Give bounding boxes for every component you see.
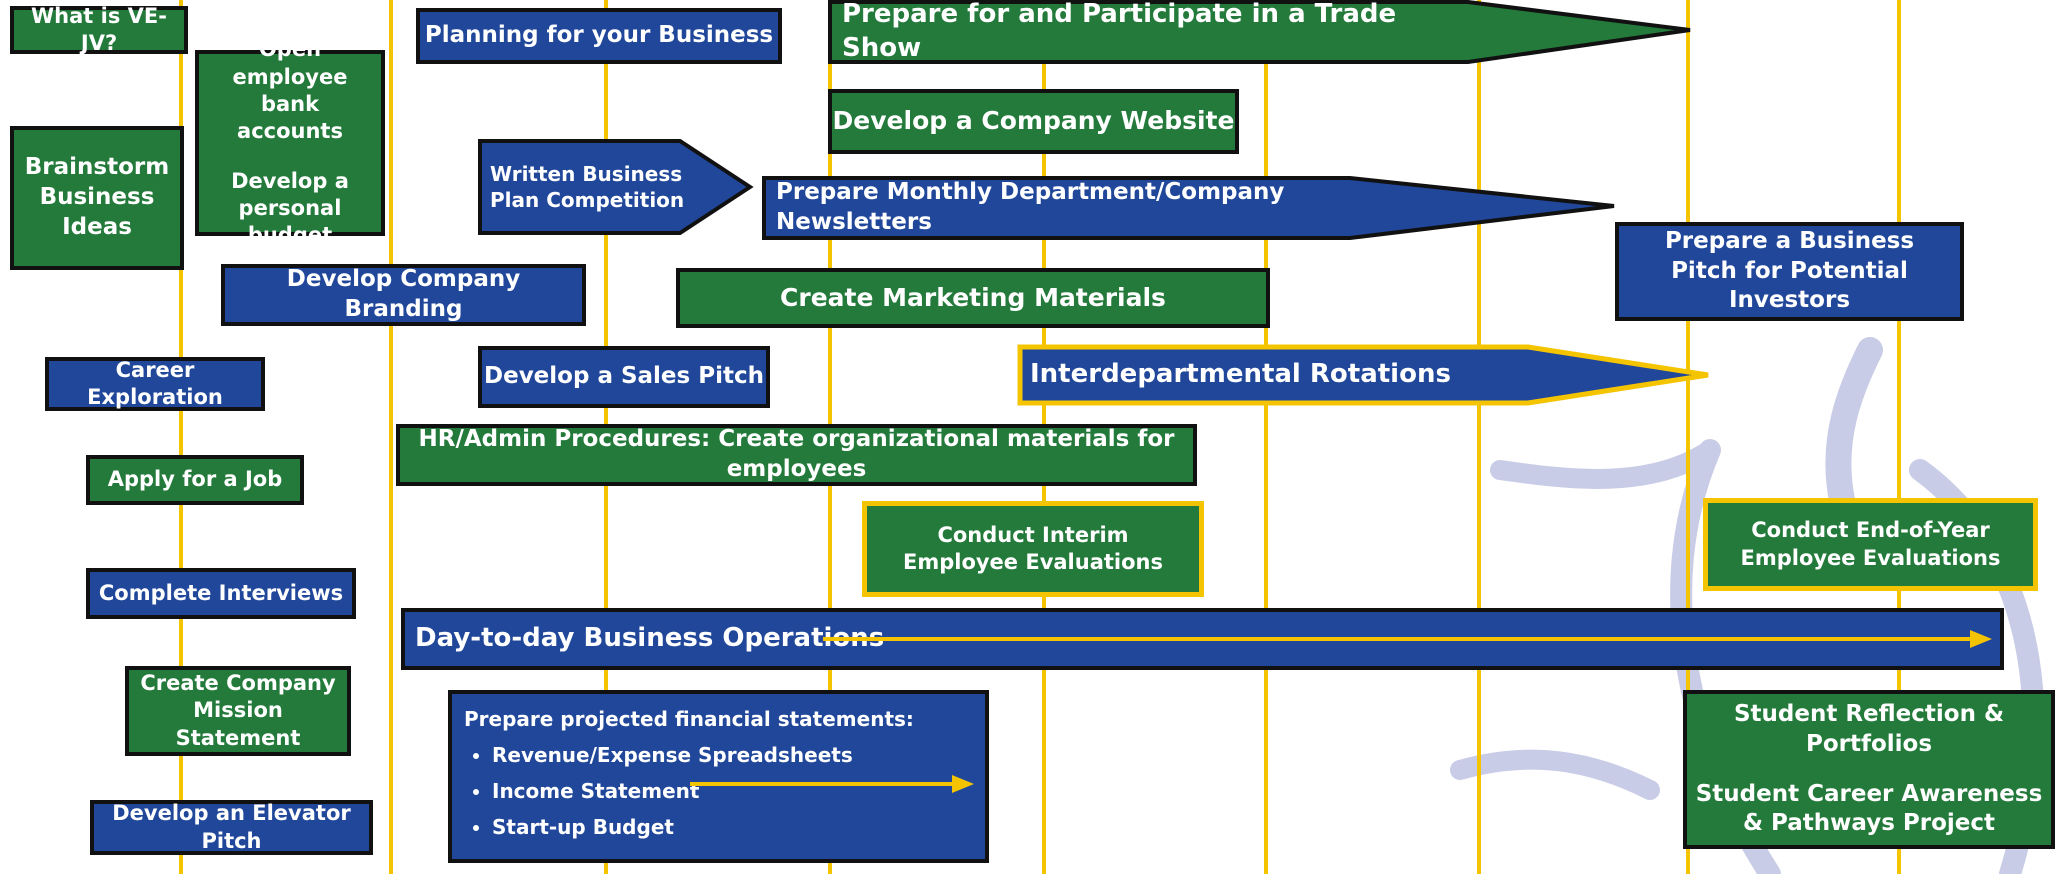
complete-interviews-box: Complete Interviews — [86, 568, 356, 619]
brainstorm-box: Brainstorm Business Ideas — [10, 126, 184, 270]
timeline-line — [1897, 0, 1901, 874]
mission-statement-box: Create Company Mission Statement — [125, 666, 351, 756]
what-is-vejv-box: What is VE-JV? — [10, 4, 188, 55]
marketing-box: Create Marketing Materials — [676, 268, 1270, 328]
financial-box: Prepare projected financial statements: … — [448, 690, 989, 863]
financial-arrow-line — [690, 782, 954, 786]
website-box: Develop a Company Website — [828, 89, 1239, 154]
timeline-line — [389, 0, 393, 874]
trade-show-label: Prepare for and Participate in a Trade S… — [842, 0, 1397, 63]
sales-pitch-box: Develop a Sales Pitch — [478, 346, 770, 408]
trade-show-arrow — [828, 0, 1691, 64]
financial-item: Income Statement — [492, 778, 853, 804]
career-awareness-text: Student Career Awareness & Pathways Proj… — [1695, 780, 2043, 837]
rotations-arrow — [1017, 344, 1709, 406]
operations-arrow-head — [1970, 630, 1992, 648]
timeline-line — [1264, 0, 1268, 874]
planning-box: Planning for your Business — [416, 8, 782, 64]
hr-admin-box: HR/Admin Procedures: Create organization… — [396, 424, 1197, 486]
financial-item: Start-up Budget — [492, 814, 853, 840]
newsletters-label: Prepare Monthly Department/Company Newsl… — [776, 179, 1285, 235]
bank-budget-box: Open employee bank accounts Develop a pe… — [195, 37, 385, 247]
operations-label: Day-to-day Business Operations — [415, 623, 885, 654]
financial-arrow-head — [952, 775, 974, 793]
investor-pitch-box: Prepare a Business Pitch for Potential I… — [1615, 222, 1964, 321]
timeline-line — [1686, 0, 1690, 874]
financial-heading: Prepare projected financial statements: — [464, 707, 914, 731]
financial-item: Revenue/Expense Spreadsheets — [492, 742, 853, 768]
interim-eval-box: Conduct Interim Employee Evaluations — [862, 501, 1204, 597]
personal-budget-text: Develop a personal budget — [231, 168, 349, 248]
reflection-text: Student Reflection & Portfolios — [1733, 700, 2005, 757]
operations-arrow-line — [823, 637, 1973, 641]
branding-box: Develop Company Branding — [221, 264, 586, 326]
financial-list: Revenue/Expense Spreadsheets Income Stat… — [464, 742, 853, 850]
written-plan-label: Written Business Plan Competition — [490, 162, 685, 212]
career-exploration-box: Career Exploration — [45, 357, 265, 411]
end-year-eval-box: Conduct End-of-Year Employee Evaluations — [1703, 498, 2038, 591]
rotations-label: Interdepartmental Rotations — [1030, 359, 1451, 390]
reflection-box: Student Reflection & Portfolios Student … — [1683, 690, 2055, 849]
timeline-line — [179, 0, 183, 874]
newsletters-arrow — [762, 176, 1615, 240]
open-accounts-text: Open employee bank accounts — [232, 37, 348, 144]
apply-job-box: Apply for a Job — [86, 455, 304, 505]
elevator-pitch-box: Develop an Elevator Pitch — [90, 800, 373, 855]
written-plan-arrow — [478, 139, 754, 235]
timeline-line — [1477, 0, 1481, 874]
